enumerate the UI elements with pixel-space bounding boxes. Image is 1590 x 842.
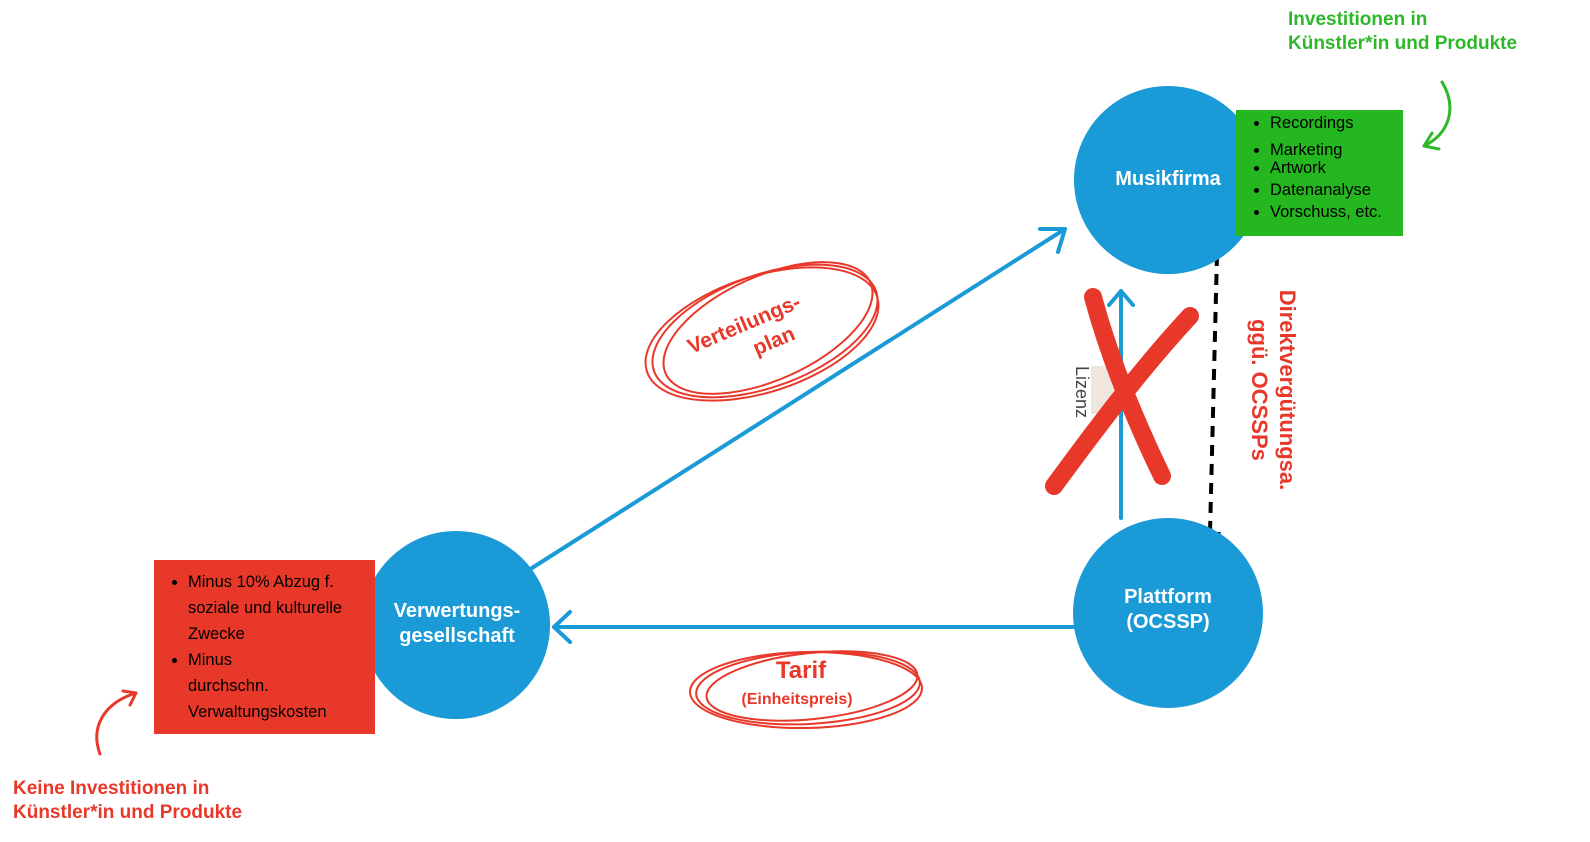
dashed-arrow-direktverguetung bbox=[1199, 254, 1221, 553]
verwertung-label-line1: Verwertungs- bbox=[393, 600, 521, 622]
direktverguetung-label-line1: Direktvergütungsa. bbox=[1275, 290, 1300, 491]
green-box-list: Recordings Marketing Artwork Datenanalys… bbox=[1236, 110, 1403, 223]
node-verwertung-label: Verwertungs- gesellschaft bbox=[372, 599, 542, 649]
note-keine-investitionen: Keine Investitionen in Künstler*in und P… bbox=[13, 777, 242, 825]
lizenz-label: Lizenz bbox=[1072, 366, 1092, 418]
green-box-item: Artwork bbox=[1270, 157, 1403, 179]
note-investitionen: Investitionen in Künstler*in und Produkt… bbox=[1288, 8, 1517, 56]
tarif-label: Tarif bbox=[776, 657, 827, 684]
red-box-list: Minus 10% Abzug f. soziale und kulturell… bbox=[154, 560, 375, 725]
note-green-line2: Künstler*in und Produkte bbox=[1288, 33, 1518, 54]
verwertung-label-line2: gesellschaft bbox=[399, 625, 515, 647]
red-box-item: Minus durchschn. Verwaltungskosten bbox=[188, 647, 375, 725]
node-musikfirma-label: Musikfirma bbox=[1115, 168, 1221, 190]
green-box-item: Recordings bbox=[1270, 112, 1403, 134]
tarif-sublabel: (Einheitspreis) bbox=[741, 691, 852, 708]
node-plattform bbox=[1073, 518, 1263, 708]
arrow-verteilung bbox=[530, 227, 1067, 570]
note-red-line2: Künstler*in und Produkte bbox=[13, 802, 243, 823]
direktverguetung-label-line2: ggü. OCSSPs bbox=[1247, 319, 1272, 461]
green-box-item: Vorschuss, etc. bbox=[1270, 201, 1403, 223]
curved-arrow-icon bbox=[95, 689, 138, 756]
plattform-label-line2: (OCSSP) bbox=[1126, 611, 1210, 633]
plattform-label-line1: Plattform bbox=[1124, 586, 1212, 608]
node-verwertungsgesellschaft bbox=[362, 531, 550, 719]
curved-arrow-icon bbox=[1422, 80, 1452, 151]
arrow-tarif bbox=[552, 610, 1078, 644]
note-green-line1: Investitionen in bbox=[1288, 9, 1428, 30]
green-box-item: Marketing bbox=[1270, 139, 1403, 161]
green-box-investments: Recordings Marketing Artwork Datenanalys… bbox=[1236, 110, 1403, 236]
cross-out-x-icon bbox=[1045, 288, 1199, 495]
verteilungsplan-ellipse bbox=[644, 261, 880, 402]
green-box-item: Datenanalyse bbox=[1270, 179, 1403, 201]
red-box-deductions: Minus 10% Abzug f. soziale und kulturell… bbox=[154, 560, 375, 734]
tarif-ellipse bbox=[689, 650, 923, 730]
node-plattform-label: Plattform (OCSSP) bbox=[1088, 585, 1248, 635]
note-red-line1: Keine Investitionen in bbox=[13, 778, 210, 799]
red-box-item: Minus 10% Abzug f. soziale und kulturell… bbox=[188, 569, 375, 647]
node-musikfirma bbox=[1074, 86, 1262, 274]
